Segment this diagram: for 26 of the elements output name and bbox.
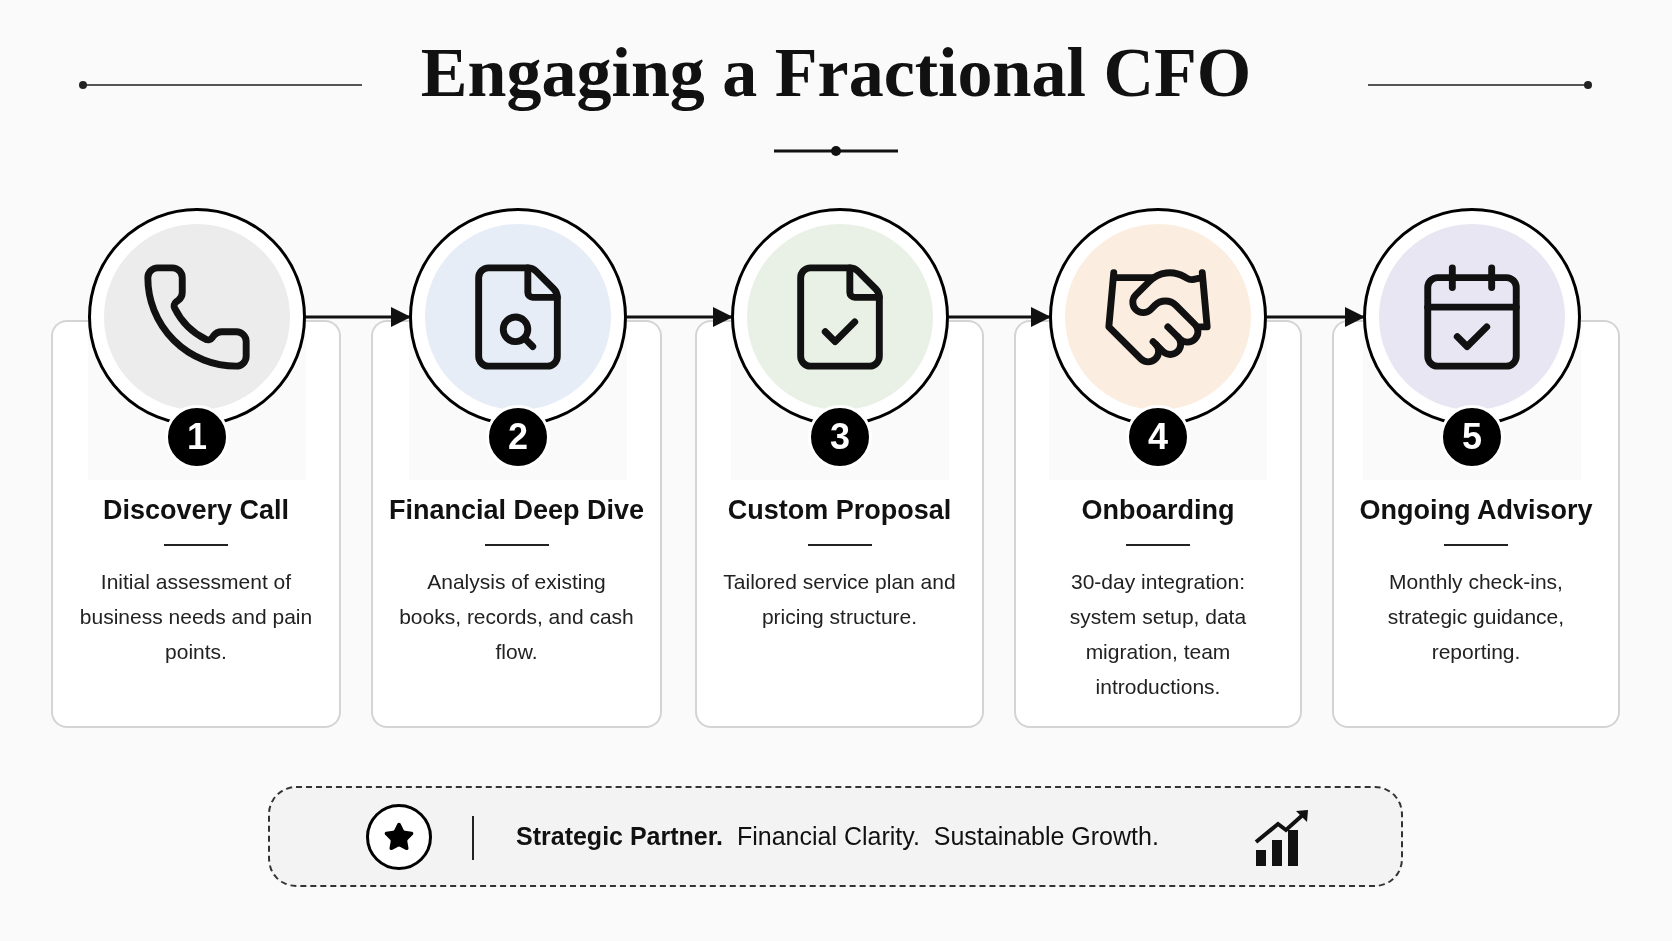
step-description: Initial assessment of business needs and pain points. [78, 568, 314, 665]
arrow [627, 307, 733, 327]
step-card [1014, 480, 1302, 728]
step-card [371, 480, 662, 728]
arrow [949, 307, 1051, 327]
step-description: Analysis of existing books, records, and cash flow. [398, 568, 635, 665]
step-card [1332, 480, 1620, 728]
step-number: 1 [165, 405, 229, 469]
step-description: Tailored service plan and pricing structure. [722, 568, 957, 630]
step-description: Monthly check-ins, strategic guidance, reporting. [1386, 568, 1566, 665]
step-title: Custom Proposal [727, 494, 952, 527]
step-number: 3 [808, 405, 872, 469]
tagline-text: Strategic Partner. Financial Clarity. Sustainable Growth. [516, 820, 1159, 852]
step-card [51, 480, 341, 728]
step-description: 30-day integration: system setup, data migration, team introductions. [1068, 568, 1248, 700]
step-title: Ongoing Advisory [1359, 494, 1593, 527]
step-number: 2 [486, 405, 550, 469]
tagline-banner [268, 786, 1403, 887]
step-title: Discovery Call [102, 494, 290, 527]
step-title: Onboarding [1081, 494, 1235, 527]
arrow [1267, 307, 1365, 327]
step-number: 5 [1440, 405, 1504, 469]
step-card [695, 480, 984, 728]
step-number: 4 [1126, 405, 1190, 469]
arrow [306, 307, 411, 327]
step-title: Financial Deep Dive [388, 494, 645, 527]
